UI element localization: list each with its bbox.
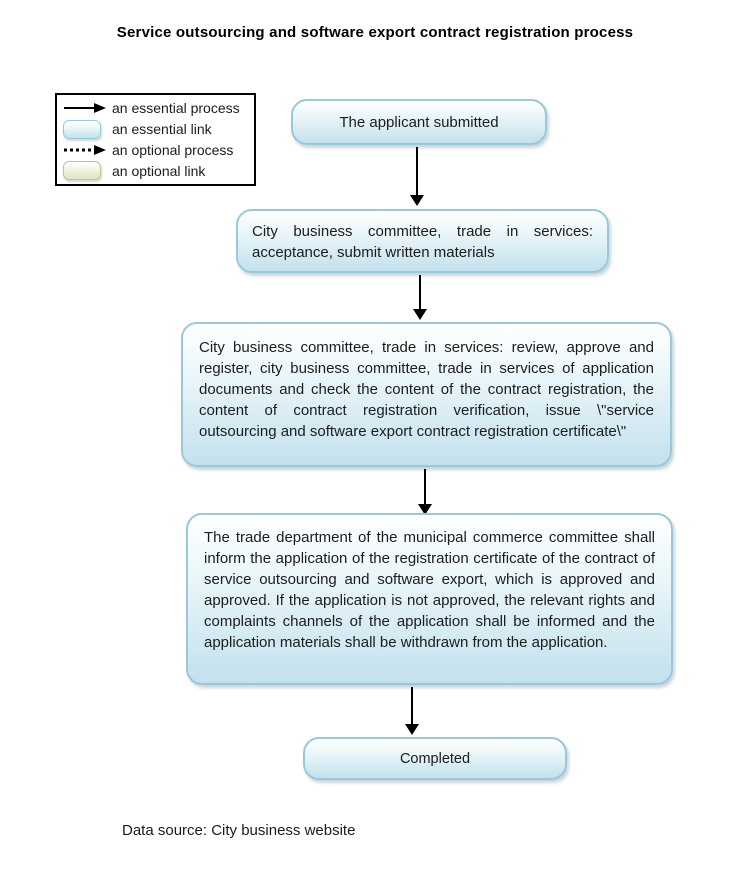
optional-process-arrow-icon <box>63 144 107 156</box>
legend-item-label: an optional process <box>112 141 234 158</box>
flow-arrow-down-icon <box>410 147 424 206</box>
data-source-note: Data source: City business website <box>122 822 356 839</box>
essential-link-box-icon <box>63 119 107 139</box>
flow-arrow-down-icon <box>413 275 427 320</box>
flow-arrow-down-icon <box>405 687 419 735</box>
flow-node-acceptance: City business committee, trade in servic… <box>236 209 609 273</box>
flow-node-review: City business committee, trade in servic… <box>181 322 672 467</box>
legend: an essential process an essential link a… <box>55 93 256 186</box>
essential-process-arrow-icon <box>63 102 107 114</box>
legend-item: an essential link <box>63 119 248 140</box>
flow-node-applicant: The applicant submitted <box>291 99 547 145</box>
legend-item-label: an optional link <box>112 162 206 179</box>
flow-arrow-down-icon <box>418 469 432 515</box>
page-title: Service outsourcing and software export … <box>116 24 634 41</box>
flow-node-completed: Completed <box>303 737 567 780</box>
legend-item-label: an essential link <box>112 121 212 138</box>
flow-node-inform: The trade department of the municipal co… <box>186 513 673 685</box>
legend-item: an optional process <box>63 140 248 161</box>
optional-link-box-icon <box>63 161 107 181</box>
legend-item: an optional link <box>63 160 248 181</box>
legend-item-label: an essential process <box>112 100 240 117</box>
legend-item: an essential process <box>63 98 248 119</box>
